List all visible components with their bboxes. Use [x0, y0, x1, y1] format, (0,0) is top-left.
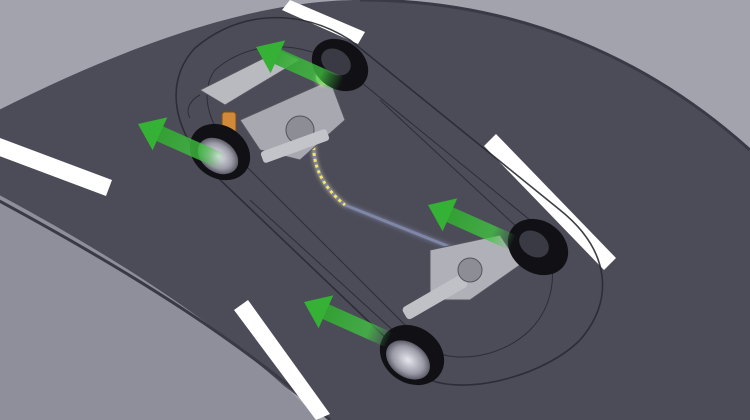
green-force-arrow-icon [304, 295, 393, 348]
lane-mark [0, 138, 112, 196]
inner-shoulder [0, 195, 320, 420]
wheel-rear-left [379, 324, 445, 386]
green-force-arrow-icon [256, 40, 345, 93]
green-force-arrow-icon [138, 117, 227, 170]
lane-mark [282, 0, 365, 44]
road-edge-outer [359, 0, 750, 152]
green-force-arrow-icon [428, 198, 517, 251]
rear-chassis [402, 234, 521, 320]
front-chassis [198, 44, 346, 163]
force-arrows [138, 40, 517, 348]
lane-mark [234, 300, 330, 420]
wheel-rear-right [507, 218, 569, 276]
